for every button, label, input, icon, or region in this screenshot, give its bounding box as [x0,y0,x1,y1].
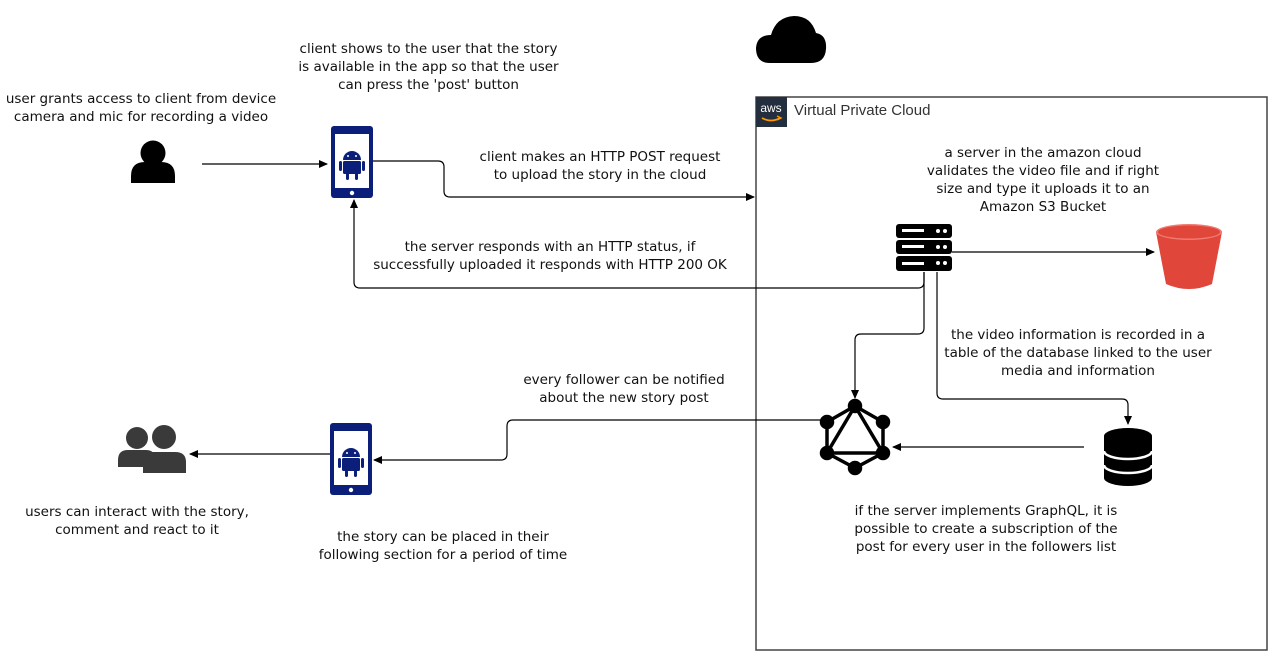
user-icon [131,140,175,183]
users-group-icon [118,425,186,473]
label-story-placed: the story can be placed in their followi… [318,529,568,563]
label-follower-notified: every follower can be notified about the… [523,372,725,406]
arrow-server-to-graphql [851,272,925,399]
android-phone-icon [331,126,373,198]
label-server-validates: a server in the amazon cloud validates t… [926,145,1160,215]
label-users-interact: users can interact with the story, comme… [25,504,249,538]
server-icon [896,224,952,271]
s3-bucket-icon [1156,224,1222,289]
label-graphql: if the server implements GraphQL, it is … [854,503,1118,555]
label-video-info: the video information is recorded in a t… [944,327,1212,379]
label-client-post: client makes an HTTP POST request to upl… [479,149,721,183]
database-icon [1102,428,1154,486]
aws-logo-icon: aws [756,97,787,127]
graphql-icon [819,398,891,476]
arrow-phone-to-vpc [373,160,755,201]
svg-text:aws: aws [760,101,781,115]
vpc-title: Virtual Private Cloud [794,102,931,119]
label-server-responds: the server responds with an HTTP status,… [373,239,727,273]
arrow-graphql-to-phone [373,419,822,464]
label-user-grants: user grants access to client from device… [5,91,277,125]
android-phone-icon [330,423,372,495]
vpc-boundary [755,96,1268,651]
cloud-icon [756,16,827,63]
label-client-shows: client shows to the user that the story … [298,41,559,93]
arrow-server-to-database [936,272,1132,425]
